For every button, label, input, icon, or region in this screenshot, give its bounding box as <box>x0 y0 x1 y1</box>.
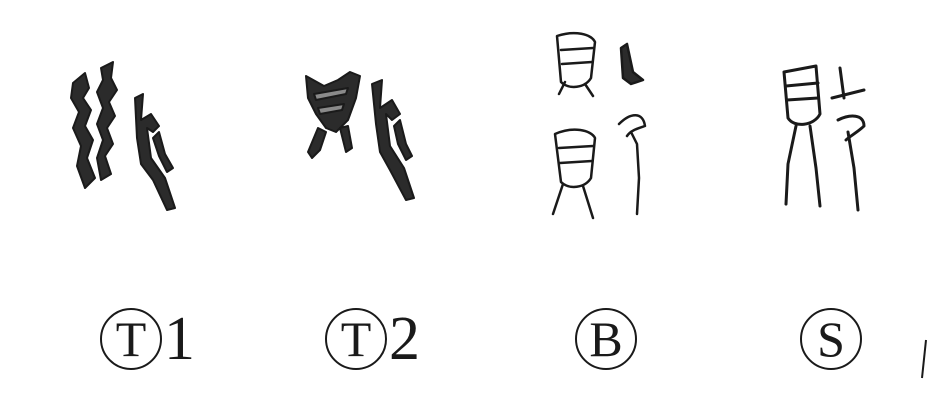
label-t1: T 1 <box>100 300 195 378</box>
label-s: S <box>800 300 864 378</box>
glyph-b-drawing <box>551 31 647 220</box>
circled-letter: T <box>325 308 387 370</box>
glyph-b <box>535 28 685 238</box>
glyph-t2 <box>290 28 440 238</box>
label-t2: T 2 <box>325 300 420 378</box>
label-b: B <box>575 300 639 378</box>
circled-letter: S <box>800 308 862 370</box>
glyph-t2-drawing <box>305 71 415 201</box>
edge-stroke <box>921 339 927 379</box>
glyph-t1 <box>55 28 205 238</box>
glyph-s <box>760 28 910 238</box>
label-suffix: 1 <box>164 305 195 373</box>
glyph-s-drawing <box>782 64 866 212</box>
label-suffix: 2 <box>389 305 420 373</box>
circled-letter: T <box>100 308 162 370</box>
circled-letter: B <box>575 308 637 370</box>
glyph-t1-drawing <box>70 61 176 211</box>
